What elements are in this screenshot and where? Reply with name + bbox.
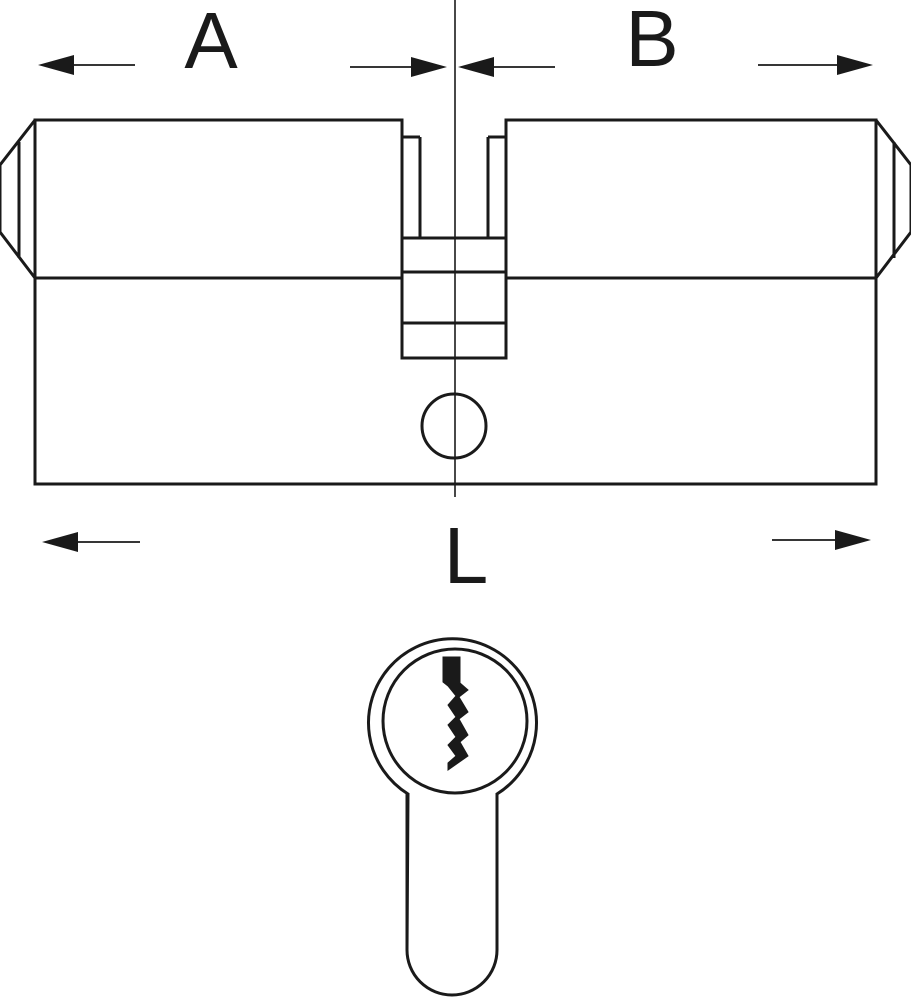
dimension-label-b: B bbox=[625, 0, 678, 83]
cam-slot bbox=[402, 135, 506, 325]
dimension-arrow-a-right bbox=[350, 57, 447, 77]
cylinder-profile-outline bbox=[367, 637, 538, 997]
dimension-arrow-l-right bbox=[772, 530, 871, 550]
dimension-arrow-a-left bbox=[38, 55, 135, 75]
dimension-label-l: L bbox=[444, 511, 489, 600]
plug-circle bbox=[381, 647, 529, 795]
cylinder-side-view bbox=[0, 118, 911, 486]
cylinder-front-view bbox=[367, 637, 538, 997]
fixing-screw-hole bbox=[420, 392, 488, 460]
dimension-arrow-b-left bbox=[458, 57, 555, 77]
dimension-arrow-b-right bbox=[758, 55, 873, 75]
dimension-arrow-l-left bbox=[42, 532, 140, 552]
dimension-label-a: A bbox=[184, 0, 238, 85]
keyway-icon bbox=[442, 656, 469, 771]
cylinder-outline bbox=[33, 118, 878, 486]
